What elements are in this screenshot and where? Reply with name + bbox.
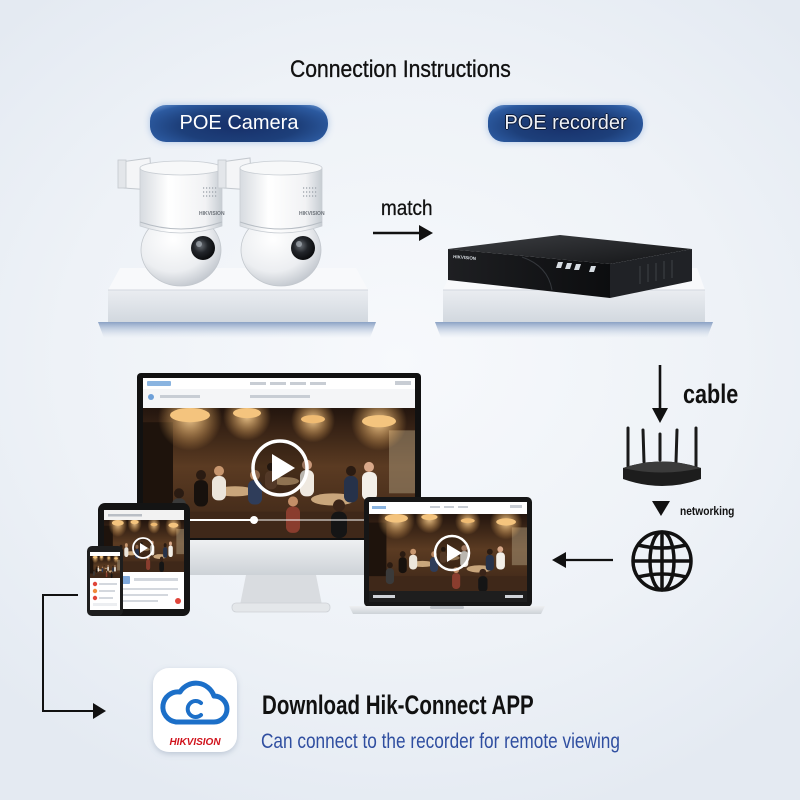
page-title: Connection Instructions — [289, 56, 511, 83]
camera-logo: HIKVISION — [199, 211, 225, 217]
networking-text: networking — [680, 504, 735, 518]
wifi-router-icon — [623, 426, 701, 486]
recorder-logo: HIKVISION — [453, 254, 476, 261]
camera-lens — [291, 236, 315, 260]
arrow-left-icon — [552, 552, 613, 568]
poe-recorder-label: POE recorder — [504, 112, 627, 134]
app-subtitle: Can connect to the recorder for remote v… — [261, 731, 699, 752]
poe-camera-badge: POE Camera — [150, 105, 328, 142]
app-download-title: Download Hik-Connect APP — [262, 692, 620, 719]
poe-recorder-badge: POE recorder — [488, 105, 643, 142]
hikvision-logo-text: HIKVISION — [169, 737, 221, 748]
poe-recorder: HIKVISION — [448, 235, 692, 298]
arrow-right-icon — [373, 225, 433, 241]
play-icon — [132, 537, 154, 559]
poe-camera-1: HIKVISION — [117, 157, 225, 287]
camera-platform — [98, 268, 376, 338]
camera-lens — [191, 236, 215, 260]
app-subtitle-text: Can connect to the recorder for remote v… — [261, 730, 620, 753]
page-title-row: Connection Instructions — [0, 56, 800, 83]
arrow-down-icon — [652, 365, 668, 423]
hik-connect-app-icon: HIKVISION — [153, 668, 237, 752]
play-icon — [433, 534, 471, 572]
app-download-text: Download Hik-Connect APP — [262, 690, 534, 720]
globe-icon — [631, 530, 693, 592]
triangle-down-icon — [652, 501, 670, 516]
poe-camera-label: POE Camera — [179, 112, 299, 134]
match-label: match — [381, 198, 438, 219]
networking-label: networking — [680, 505, 744, 517]
play-icon — [251, 439, 309, 497]
cable-label: cable — [683, 381, 752, 408]
cloud-icon — [160, 680, 230, 725]
cable-text: cable — [683, 379, 739, 409]
match-text: match — [381, 197, 433, 220]
elbow-arrow-icon — [42, 594, 106, 719]
camera-logo: HIKVISION — [299, 211, 325, 217]
smartphone — [87, 546, 123, 616]
poe-camera-2: HIKVISION — [217, 157, 325, 287]
recorder-leds — [556, 262, 596, 272]
